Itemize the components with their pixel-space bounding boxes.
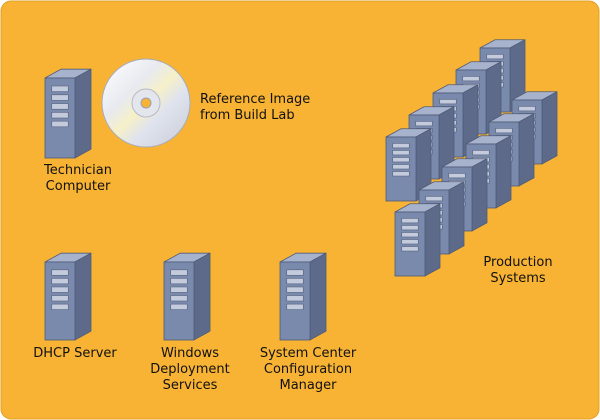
label-line: Reference Image bbox=[200, 92, 311, 107]
label-line: System Center bbox=[259, 346, 357, 361]
label-line: Computer bbox=[45, 179, 111, 194]
production-systems-label: Production Systems bbox=[478, 255, 558, 287]
server-group bbox=[44, 39, 558, 341]
server-tower-icon bbox=[44, 252, 92, 341]
server-tower-icon bbox=[394, 203, 441, 277]
label-line: DHCP Server bbox=[33, 346, 117, 361]
windows-deployment-services-label: Windows Deployment Services bbox=[140, 346, 240, 394]
reference-image-label: Reference Image from Build Lab bbox=[200, 92, 310, 124]
label-line: Manager bbox=[279, 378, 337, 393]
server-tower-icon bbox=[163, 252, 211, 341]
label-line: Configuration bbox=[263, 362, 353, 377]
label-line: Systems bbox=[490, 271, 546, 286]
label-line: from Build Lab bbox=[200, 108, 295, 123]
label-line: Production bbox=[483, 255, 553, 270]
server-tower-icon bbox=[385, 128, 432, 202]
label-line: Windows bbox=[160, 346, 220, 361]
label-line: Technician bbox=[44, 163, 112, 178]
dhcp-server-label: DHCP Server bbox=[20, 346, 130, 362]
server-tower-icon bbox=[44, 68, 92, 159]
technician-computer-label: Technician Computer bbox=[38, 163, 118, 195]
label-line: Deployment bbox=[150, 362, 230, 377]
label-line: Services bbox=[162, 378, 218, 393]
system-center-configuration-manager-label: System Center Configuration Manager bbox=[253, 346, 363, 394]
cd-disc-icon bbox=[101, 58, 191, 148]
server-tower-icon bbox=[279, 252, 327, 341]
